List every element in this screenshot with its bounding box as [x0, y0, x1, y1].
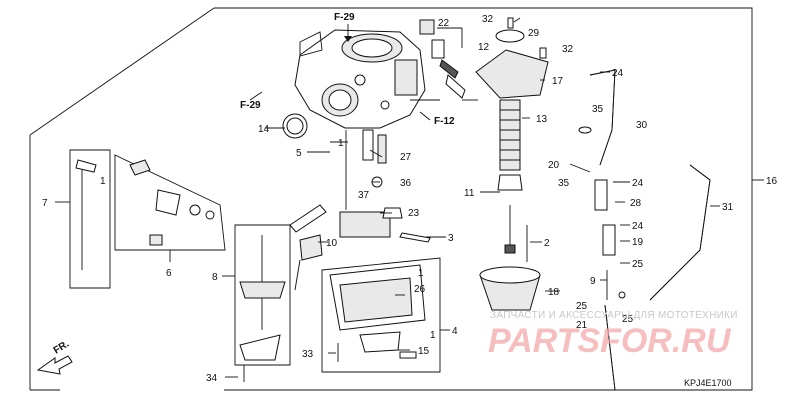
- label-30: 30: [636, 120, 648, 131]
- label-35b: 35: [558, 178, 570, 189]
- label-5: 5: [296, 148, 302, 159]
- label-1b: 1: [100, 176, 106, 187]
- label-7: 7: [42, 198, 48, 209]
- label-16: 16: [766, 176, 778, 187]
- label-35a: 35: [592, 104, 604, 115]
- label-10: 10: [326, 238, 338, 249]
- label-33: 33: [302, 349, 314, 360]
- label-12: 12: [478, 42, 490, 53]
- label-2: 2: [544, 238, 550, 249]
- reference-arrows: [249, 24, 431, 121]
- float-chamber: [329, 264, 426, 362]
- label-1d: 1: [430, 330, 436, 341]
- label-27: 27: [400, 152, 412, 163]
- label-25a: 25: [632, 259, 644, 270]
- watermark-logo: PARTSFOR.RU: [488, 322, 732, 360]
- label-37: 37: [358, 190, 370, 201]
- assembly-frame: [29, 7, 764, 391]
- label-14: 14: [258, 124, 270, 135]
- label-24c: 24: [632, 221, 644, 232]
- part-labels: 1 1 1 1 2 3 4 5 6 7 8 9 10 11 12 13 14 1…: [42, 14, 778, 384]
- label-1c: 1: [418, 268, 424, 279]
- leader-lines: [225, 17, 720, 378]
- ref-f29-left: F-29: [240, 100, 261, 111]
- label-29: 29: [528, 28, 540, 39]
- label-6: 6: [166, 268, 172, 279]
- label-32b: 32: [562, 44, 574, 55]
- label-4: 4: [452, 326, 458, 337]
- piston-needle-assembly: [479, 174, 541, 311]
- label-34: 34: [206, 373, 218, 384]
- label-21: 21: [576, 320, 588, 331]
- watermark: ЗАПЧАСТИ И АКСЕССУАРЫ ДЛЯ МОТОТЕХНИКИ PA…: [488, 310, 738, 360]
- label-11: 11: [464, 188, 475, 199]
- label-18: 18: [548, 287, 560, 298]
- subassembly-box-8: [222, 224, 291, 366]
- label-13: 13: [536, 114, 548, 125]
- label-9: 9: [590, 276, 596, 287]
- label-25c: 25: [622, 314, 634, 325]
- label-15: 15: [418, 346, 430, 357]
- label-31: 31: [722, 202, 734, 213]
- label-28: 28: [630, 198, 642, 209]
- diagram-code: KPJ4E1700: [684, 378, 732, 388]
- middle-parts-assembly: [282, 113, 431, 291]
- front-label: FR.: [52, 339, 72, 357]
- watermark-caption: ЗАПЧАСТИ И АКСЕССУАРЫ ДЛЯ МОТОТЕХНИКИ: [490, 310, 738, 321]
- enrichener-assembly: [75, 159, 286, 382]
- ref-f29-top: F-29: [334, 12, 355, 23]
- label-24b: 24: [632, 178, 644, 189]
- label-19: 19: [632, 237, 644, 248]
- subassembly-box-6: [114, 154, 226, 262]
- subassembly-box-7: [55, 149, 111, 289]
- subassembly-box-4: [321, 257, 450, 373]
- diaphragm-cover-assembly: [419, 17, 549, 171]
- carburetor-body: [294, 29, 440, 129]
- label-25b: 25: [576, 301, 588, 312]
- label-22: 22: [438, 18, 450, 29]
- label-1a: 1: [338, 138, 344, 149]
- label-3: 3: [448, 233, 454, 244]
- label-26: 26: [414, 284, 426, 295]
- label-23: 23: [408, 208, 420, 219]
- label-20: 20: [548, 160, 560, 171]
- front-direction-arrow-icon: [36, 355, 73, 375]
- label-8: 8: [212, 272, 218, 283]
- hose-assembly: [578, 69, 711, 391]
- ref-f12: F-12: [434, 116, 455, 127]
- label-24a: 24: [612, 68, 624, 79]
- label-17: 17: [552, 76, 564, 87]
- label-32a: 32: [482, 14, 494, 25]
- label-36: 36: [400, 178, 412, 189]
